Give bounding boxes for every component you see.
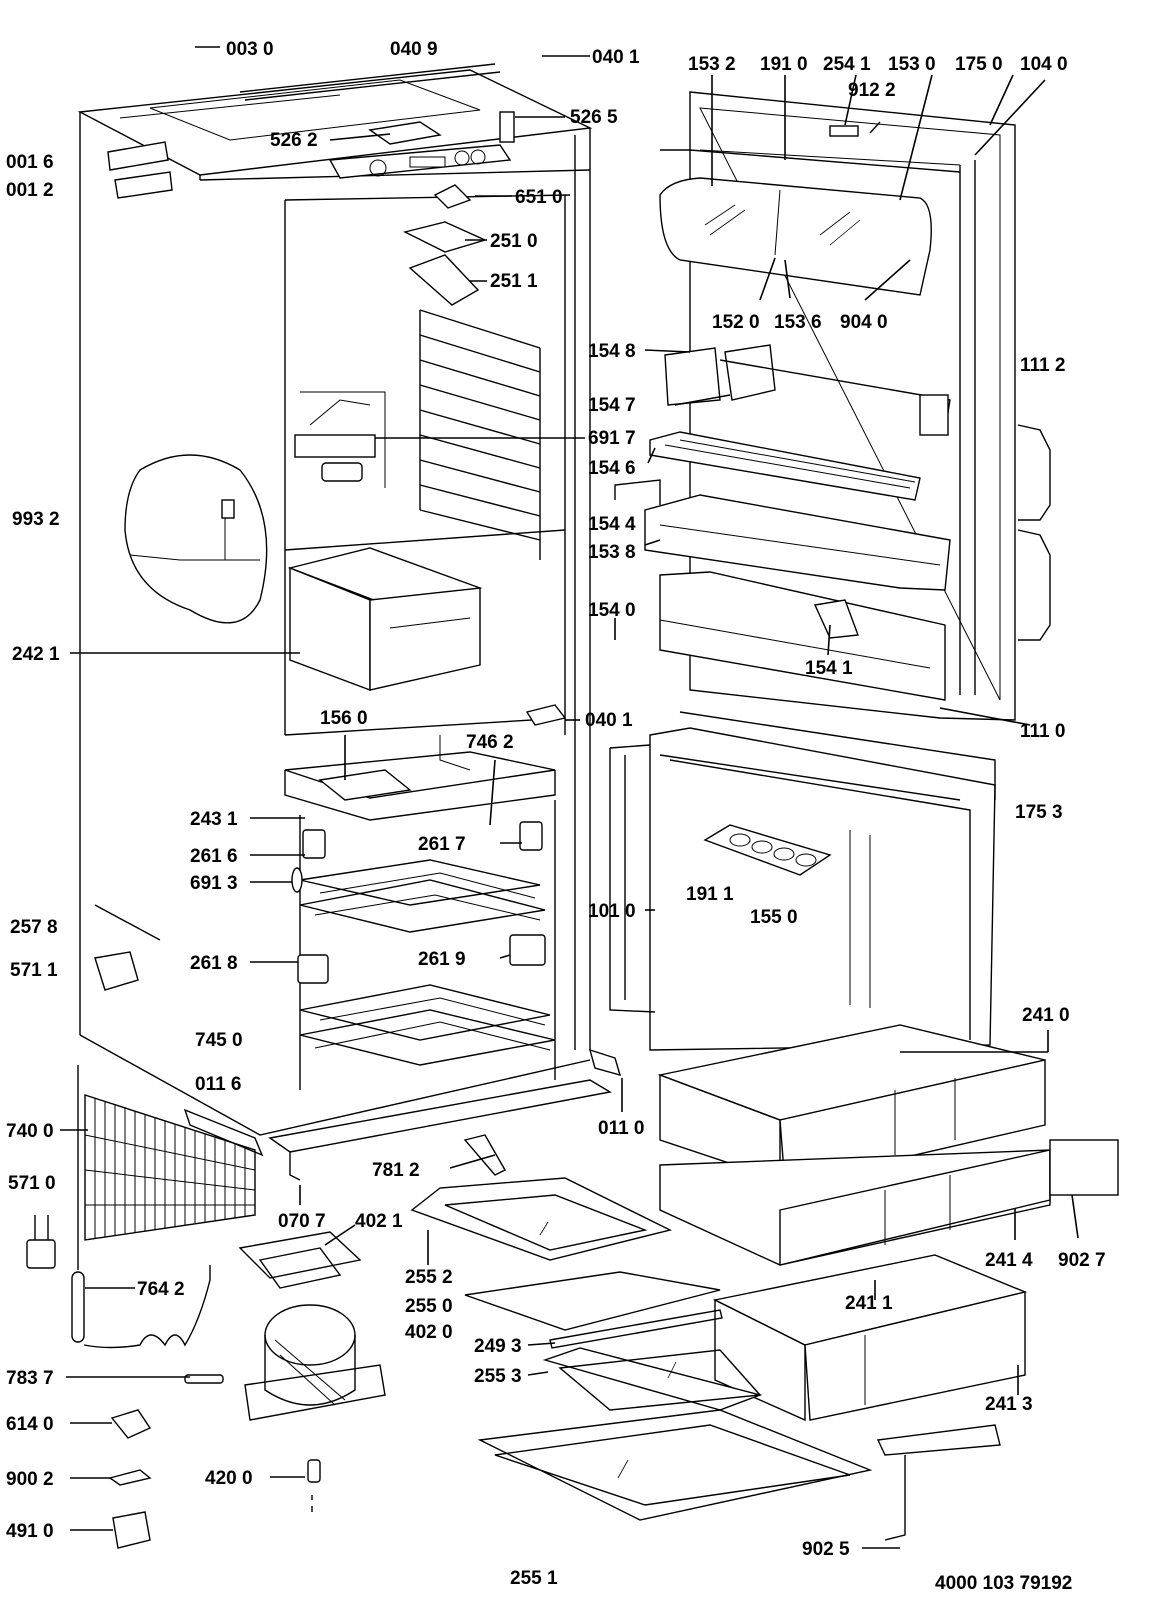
label-011-0: 011 0 <box>598 1118 645 1139</box>
label-402-0: 402 0 <box>405 1322 453 1343</box>
label-251-0: 251 0 <box>490 231 538 252</box>
label-241-3: 241 3 <box>985 1394 1033 1415</box>
label-154-0: 154 0 <box>588 600 636 621</box>
reference-number: 4000 103 79192 <box>935 1573 1072 1594</box>
label-101-0: 101 0 <box>588 901 636 922</box>
label-781-2: 781 2 <box>372 1160 420 1181</box>
label-154-8: 154 8 <box>588 341 636 362</box>
label-261-7: 261 7 <box>418 834 466 855</box>
label-526-5: 526 5 <box>570 107 618 128</box>
label-900-2: 900 2 <box>6 1469 54 1490</box>
label-111-0: 111 0 <box>1020 721 1065 742</box>
cabinet-drawing <box>77 63 622 1181</box>
label-153-2: 153 2 <box>688 54 736 75</box>
label-904-0: 904 0 <box>840 312 888 333</box>
label-243-1: 243 1 <box>190 809 238 830</box>
compressor-drawing <box>26 1065 386 1549</box>
label-040-9: 040 9 <box>390 39 438 60</box>
label-783-7: 783 7 <box>6 1368 54 1389</box>
label-070-7: 070 7 <box>278 1211 326 1232</box>
label-011-6: 011 6 <box>195 1074 242 1095</box>
label-191-0: 191 0 <box>760 54 808 75</box>
drawers-drawing <box>410 1024 1119 1541</box>
label-241-1: 241 1 <box>845 1293 893 1314</box>
label-153-0: 153 0 <box>888 54 936 75</box>
label-993-2: 993 2 <box>12 509 60 530</box>
label-154-4: 154 4 <box>588 514 636 535</box>
label-571-0: 571 0 <box>8 1173 56 1194</box>
label-571-1: 571 1 <box>10 960 58 981</box>
label-111-2: 111 2 <box>1020 355 1065 376</box>
label-242-1: 242 1 <box>12 644 60 665</box>
label-003-0: 003 0 <box>226 39 274 60</box>
label-764-2: 764 2 <box>137 1279 185 1300</box>
label-745-0: 745 0 <box>195 1030 243 1051</box>
label-154-6: 154 6 <box>588 458 636 479</box>
label-491-0: 491 0 <box>6 1521 54 1542</box>
label-155-0: 155 0 <box>750 907 798 928</box>
freezer-door-drawing <box>525 704 996 1051</box>
label-261-8: 261 8 <box>190 953 238 974</box>
label-175-0: 175 0 <box>955 54 1003 75</box>
label-254-1: 254 1 <box>823 54 871 75</box>
label-614-0: 614 0 <box>6 1414 54 1435</box>
label-001-2: 001 2 <box>6 180 54 201</box>
leader-lines <box>60 46 1079 1549</box>
label-257-8: 257 8 <box>10 917 58 938</box>
label-241-4: 241 4 <box>985 1250 1033 1271</box>
label-255-2: 255 2 <box>405 1267 453 1288</box>
label-255-0: 255 0 <box>405 1296 453 1317</box>
label-420-0: 420 0 <box>205 1468 253 1489</box>
label-651-0: 651 0 <box>515 187 563 208</box>
label-261-9: 261 9 <box>418 949 466 970</box>
label-154-7: 154 7 <box>588 395 636 416</box>
label-255-3: 255 3 <box>474 1366 522 1387</box>
label-902-5: 902 5 <box>802 1539 850 1560</box>
label-040-1-top: 040 1 <box>592 47 640 68</box>
label-175-3: 175 3 <box>1015 802 1063 823</box>
label-249-3: 249 3 <box>474 1336 522 1357</box>
label-526-2: 526 2 <box>270 130 318 151</box>
label-740-0: 740 0 <box>6 1121 54 1142</box>
label-241-0: 241 0 <box>1022 1005 1070 1026</box>
label-902-7: 902 7 <box>1058 1250 1106 1271</box>
label-691-3: 691 3 <box>190 873 238 894</box>
fridge-door-drawing <box>614 91 1051 721</box>
part-labels: 003 0 040 9 040 1 526 5 526 2 001 6 001 … <box>6 39 1106 1594</box>
label-154-1: 154 1 <box>805 658 853 679</box>
label-691-7: 691 7 <box>588 428 636 449</box>
label-191-1: 191 1 <box>686 884 734 905</box>
label-001-6: 001 6 <box>6 152 54 173</box>
label-153-8: 153 8 <box>588 542 636 563</box>
label-152-0: 152 0 <box>712 312 760 333</box>
label-156-0: 156 0 <box>320 708 368 729</box>
label-912-2: 912 2 <box>848 80 896 101</box>
label-251-1: 251 1 <box>490 271 538 292</box>
label-261-6: 261 6 <box>190 846 238 867</box>
label-402-1: 402 1 <box>355 1211 403 1232</box>
label-104-0: 104 0 <box>1020 54 1068 75</box>
label-153-6: 153 6 <box>774 312 822 333</box>
label-255-1: 255 1 <box>510 1568 558 1589</box>
label-746-2: 746 2 <box>466 732 514 753</box>
label-040-1-mid: 040 1 <box>585 710 633 731</box>
